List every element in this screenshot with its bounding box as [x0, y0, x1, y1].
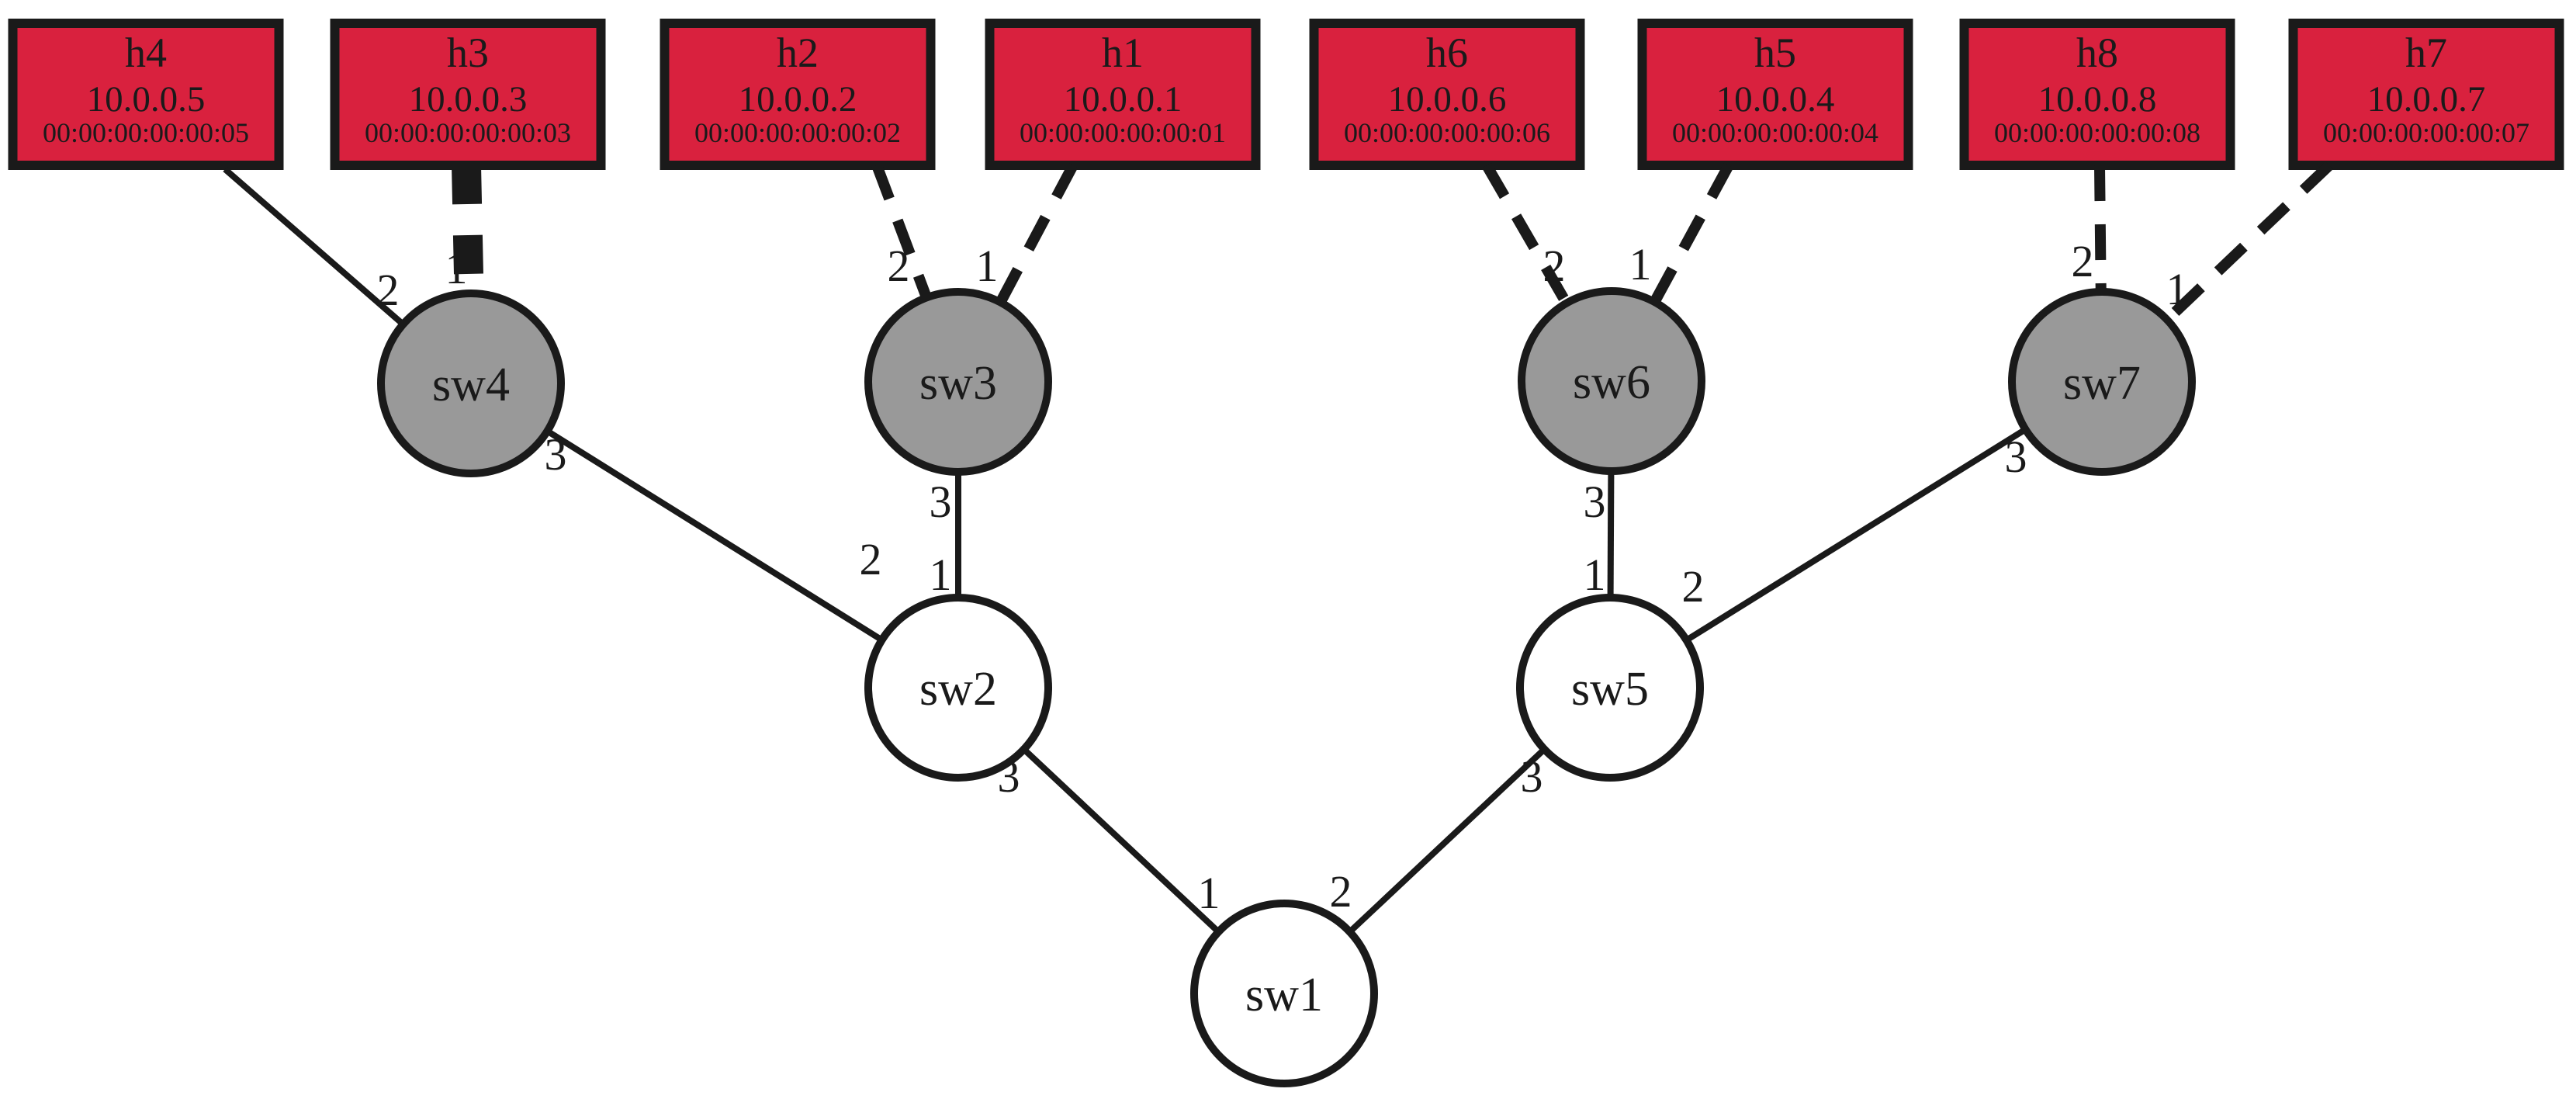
host-box [1637, 19, 1913, 170]
port-label-sw3-3: 3 [930, 477, 952, 527]
host-ip-label: 10.0.0.8 [2038, 79, 2157, 120]
switch-node-sw6: sw6 [1518, 287, 1705, 475]
switch-node-sw3: sw3 [864, 288, 1052, 476]
switch-name-label: sw4 [432, 359, 510, 411]
host-box [2288, 19, 2564, 170]
host-box [8, 19, 284, 170]
host-ip-label: 10.0.0.7 [2367, 79, 2486, 120]
switch-name-label: sw5 [1571, 663, 1649, 716]
host-mac-label: 00:00:00:00:00:05 [43, 117, 249, 148]
host-ip-label: 10.0.0.2 [739, 79, 857, 120]
host-ip-label: 10.0.0.1 [1064, 79, 1182, 120]
link-sw4-sw2 [469, 380, 961, 691]
port-label-sw5-2: 2 [1682, 561, 1705, 612]
switch-circle [864, 594, 1052, 782]
switch-name-label: sw6 [1573, 356, 1650, 409]
switch-circle [864, 288, 1052, 476]
switch-name-label: sw3 [919, 357, 997, 410]
switch-node-sw2: sw2 [864, 594, 1052, 782]
switch-node-sw5: sw5 [1516, 594, 1704, 782]
host-name-label: h1 [1102, 29, 1144, 76]
host-mac-label: 00:00:00:00:00:03 [365, 117, 571, 148]
port-label-sw6-3: 3 [1584, 477, 1606, 527]
port-label-sw2-1: 1 [930, 550, 952, 600]
host-ip-label: 10.0.0.3 [409, 79, 528, 120]
port-label-sw7-2: 2 [2072, 236, 2094, 286]
host-mac-label: 00:00:00:00:00:07 [2323, 117, 2529, 148]
host-mac-label: 00:00:00:00:00:01 [1020, 117, 1226, 148]
host-box [985, 19, 1261, 170]
switch-circle [377, 290, 565, 477]
port-label-sw3-1: 1 [976, 241, 999, 291]
link-sw7-sw5 [1608, 379, 2104, 691]
port-label-sw1-1: 1 [1198, 868, 1220, 918]
host-name-label: h3 [447, 29, 489, 76]
host-box [660, 19, 936, 170]
host-name-label: h6 [1426, 29, 1468, 76]
host-name-label: h4 [125, 29, 167, 76]
host-name-label: h2 [777, 29, 819, 76]
port-label-sw2-2: 2 [860, 534, 882, 584]
switch-name-label: sw1 [1245, 969, 1323, 1021]
port-label-sw5-1: 1 [1584, 550, 1606, 600]
switch-node-sw1: sw1 [1190, 900, 1378, 1087]
switch-node-sw7: sw7 [2008, 288, 2196, 476]
host-name-label: h8 [2076, 29, 2118, 76]
switch-node-sw4: sw4 [377, 290, 565, 477]
switch-circle [1190, 900, 1378, 1087]
host-box [1309, 19, 1585, 170]
switch-circle [1516, 594, 1704, 782]
host-ip-label: 10.0.0.4 [1716, 79, 1835, 120]
switch-circle [1518, 287, 1705, 475]
host-ip-label: 10.0.0.6 [1388, 79, 1507, 120]
switch-circle [2008, 288, 2196, 476]
host-mac-label: 00:00:00:00:00:08 [1994, 117, 2200, 148]
switch-name-label: sw2 [919, 663, 997, 716]
switch-name-label: sw7 [2063, 357, 2141, 410]
host-mac-label: 00:00:00:00:00:02 [694, 117, 901, 148]
host-ip-label: 10.0.0.5 [87, 79, 206, 120]
host-name-label: h7 [2405, 29, 2447, 76]
link-h3-sw4 [452, 165, 486, 384]
port-label-sw6-1: 1 [1629, 239, 1652, 290]
host-box [1959, 19, 2235, 170]
host-name-label: h5 [1754, 29, 1796, 76]
host-mac-label: 00:00:00:00:00:06 [1344, 117, 1550, 148]
port-label-sw1-2: 2 [1330, 866, 1352, 917]
host-mac-label: 00:00:00:00:00:04 [1672, 117, 1878, 148]
